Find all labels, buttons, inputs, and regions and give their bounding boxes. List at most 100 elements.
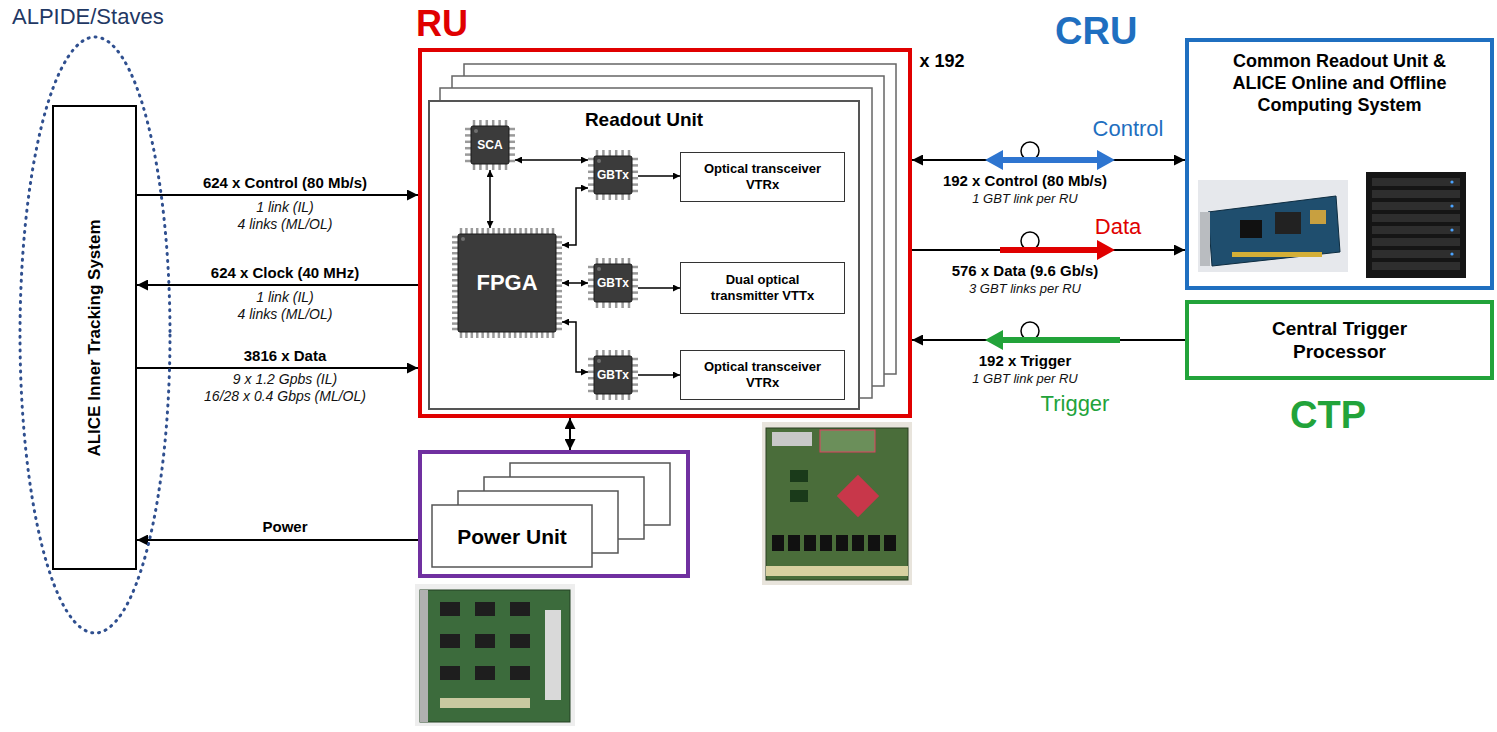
chip-pin — [452, 241, 458, 244]
bracket — [1200, 212, 1210, 266]
text-slot: Optical transceiver VTRx — [681, 153, 844, 201]
photo-ground — [1198, 180, 1348, 272]
chip-pin — [621, 302, 624, 308]
text-slot: GBTx — [588, 150, 638, 200]
chip-pin — [452, 306, 458, 309]
chip-pin — [509, 160, 515, 163]
chip-pin — [602, 302, 605, 308]
chip-pin — [588, 183, 594, 186]
chip-pin — [519, 332, 522, 338]
group-heading: CTP — [1290, 394, 1366, 436]
chip-pin — [621, 194, 624, 200]
chip — [1310, 210, 1326, 224]
chip-body — [594, 356, 632, 394]
label-slot: Power — [259, 518, 310, 536]
chip-pin — [481, 332, 484, 338]
chip-pin — [596, 194, 599, 200]
chip-pin — [465, 332, 468, 338]
chip-pin — [632, 164, 638, 167]
connector — [638, 374, 680, 376]
chip-pin — [452, 252, 458, 255]
connector-label: Power — [259, 518, 310, 536]
power-board-frame — [432, 505, 592, 567]
chip-pin — [552, 332, 555, 338]
chip-pin — [632, 190, 638, 193]
label-slot: 624 x Clock (40 MHz) — [208, 264, 362, 282]
label-slot: 16/28 x 0.4 Gbps (ML/OL) — [202, 388, 368, 405]
group-heading: RU — [416, 4, 468, 44]
connector — [912, 159, 1185, 161]
connector — [545, 610, 561, 700]
component — [510, 602, 530, 616]
component — [440, 634, 460, 648]
chip-pin — [452, 317, 458, 320]
chip-name: GBTx — [597, 276, 629, 290]
chip-body — [458, 234, 556, 332]
text-slot: ALPIDE/Staves — [12, 4, 164, 30]
chip-pin — [546, 228, 549, 234]
chip-pin — [465, 134, 471, 137]
chip-pin — [588, 158, 594, 161]
connector — [788, 535, 800, 551]
rack-unit — [1372, 202, 1460, 210]
chip-name: FPGA — [476, 270, 537, 296]
pcb — [1208, 196, 1340, 266]
chip-pin — [602, 150, 605, 156]
chip-pin — [479, 120, 482, 126]
label-slot: Data — [1093, 214, 1143, 240]
chip-pin — [452, 247, 458, 250]
data-arrow — [1097, 240, 1115, 260]
chip-pin — [556, 247, 562, 250]
chip-pin — [632, 285, 638, 288]
label-slot: 576 x Data (9.6 Gb/s) — [949, 262, 1102, 280]
link-note: 1 GBT link per RU — [970, 191, 1079, 207]
chip-pin — [465, 228, 468, 234]
label-slot: 1 link (IL) — [254, 289, 316, 306]
chip-pin — [588, 364, 594, 367]
chip-pin — [588, 171, 594, 174]
chip-pin — [588, 272, 594, 275]
chip-pin — [556, 301, 562, 304]
text-slot: Power Unit — [432, 505, 592, 567]
label-slot: 4 links (ML/OL) — [236, 216, 335, 233]
chip-pin — [492, 332, 495, 338]
chip-pin — [609, 150, 612, 156]
chip-pin — [556, 252, 562, 255]
chip-pin — [588, 164, 594, 167]
chip-body — [594, 264, 632, 302]
text-slot: Central Trigger Processor — [1189, 304, 1490, 376]
connector — [137, 367, 418, 369]
connector — [562, 282, 588, 284]
chip-pin — [588, 371, 594, 374]
chip-pin — [621, 350, 624, 356]
text-slot: ALICE Inner Tracking System — [54, 107, 135, 568]
connector — [804, 535, 816, 551]
chip — [790, 490, 808, 502]
chip-pin — [536, 228, 539, 234]
chip-pin — [596, 150, 599, 156]
label-slot: 192 x Control (80 Mb/s) — [940, 172, 1110, 190]
chip-pin — [588, 266, 594, 269]
gbtx-chip: GBTx — [588, 350, 638, 400]
chip-pin — [632, 291, 638, 294]
component — [440, 602, 460, 616]
chip-pin — [628, 194, 631, 200]
text-slot: Common Readout Unit & ALICE Online and O… — [1195, 50, 1484, 116]
chip-pin — [519, 228, 522, 234]
connector-label: 624 x Control (80 Mb/s) — [200, 174, 370, 192]
label-slot: 1 GBT link per RU — [970, 371, 1079, 387]
rack-unit — [1372, 214, 1460, 222]
component — [440, 666, 460, 680]
chip-pin — [452, 322, 458, 325]
module-name: Optical transceiver VTRx — [693, 359, 833, 391]
connector-label: 576 x Data (9.6 Gb/s) — [949, 262, 1102, 280]
group-heading: ALPIDE/Staves — [12, 4, 164, 30]
chip-pin — [632, 358, 638, 361]
box-title: Power Unit — [457, 524, 567, 549]
link-note: 1 link (IL) — [254, 289, 316, 306]
chip-pin — [556, 317, 562, 320]
chip-pin — [452, 236, 458, 239]
chip-pin — [465, 141, 471, 144]
text-slot: RU — [416, 4, 468, 44]
